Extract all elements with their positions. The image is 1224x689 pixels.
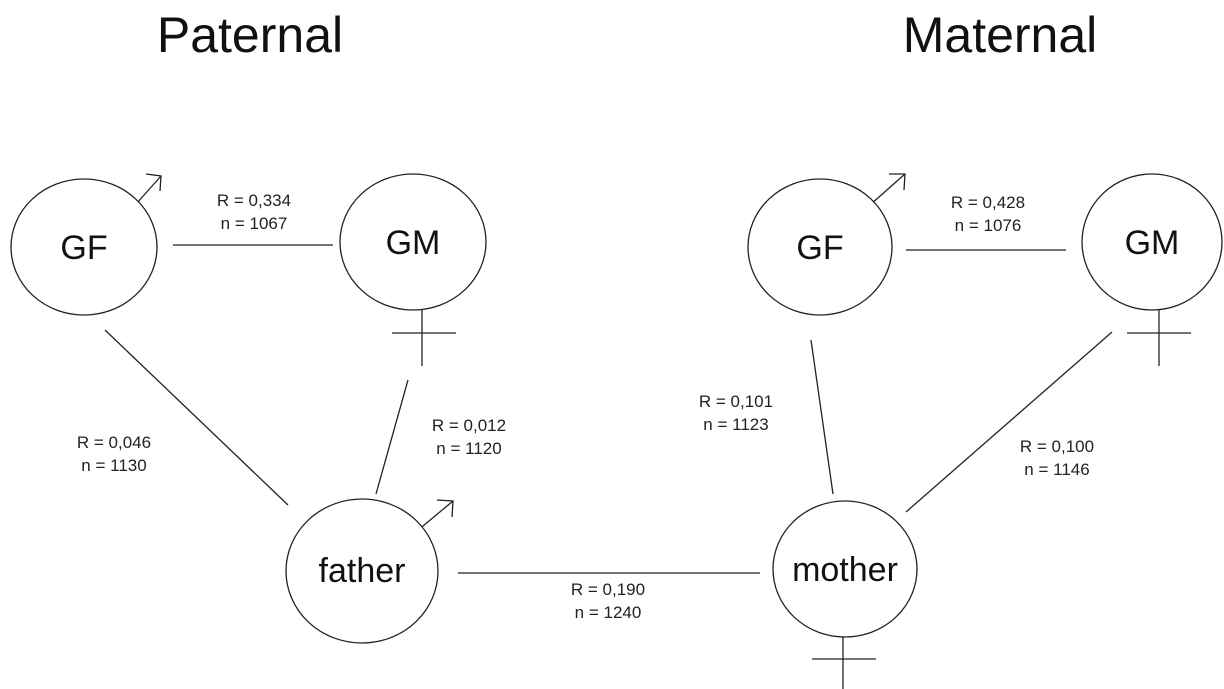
node-maternal-gf: GF (747, 173, 906, 316)
edge-label-mat-gf-mother: R = 0,101 n = 1123 (699, 392, 773, 434)
r-value: R = 0,012 (432, 416, 506, 435)
n-value: n = 1240 (575, 603, 642, 622)
n-value: n = 1146 (1024, 460, 1089, 479)
edge-label-father-mother: R = 0,190 n = 1240 (571, 580, 645, 622)
r-value: R = 0,190 (571, 580, 645, 599)
edge-pat-gf-father (104, 329, 289, 506)
node-label: father (319, 552, 406, 590)
edge-label-pat-gm-father: R = 0,012 n = 1120 (432, 416, 506, 458)
edge-mat-gf-mother (810, 339, 834, 495)
n-value: n = 1120 (436, 439, 501, 458)
male-symbol-icon (416, 499, 454, 532)
r-value: R = 0,100 (1020, 437, 1094, 456)
male-symbol-icon (869, 173, 906, 206)
female-symbol-icon (812, 635, 876, 689)
r-value: R = 0,046 (77, 433, 151, 452)
n-value: n = 1123 (703, 415, 768, 434)
edge-mat-gm-mother (905, 331, 1113, 513)
female-symbol-icon (1127, 308, 1191, 366)
node-label: GM (1125, 224, 1180, 262)
male-symbol-icon (136, 173, 162, 204)
node-label: GF (796, 229, 843, 267)
edge-label-pat-gf-father: R = 0,046 n = 1130 (77, 433, 151, 475)
paternal-heading: Paternal (157, 7, 343, 63)
node-maternal-gm: GM (1081, 173, 1223, 366)
node-label: GM (386, 224, 441, 262)
n-value: n = 1076 (955, 216, 1022, 235)
node-label: mother (792, 551, 898, 589)
r-value: R = 0,428 (951, 193, 1025, 212)
node-mother: mother (772, 500, 918, 689)
edge-label-mat-gf-gm: R = 0,428 n = 1076 (951, 193, 1025, 235)
node-father: father (285, 498, 454, 644)
node-label: GF (60, 229, 107, 267)
r-value: R = 0,101 (699, 392, 773, 411)
n-value: n = 1130 (81, 456, 146, 475)
node-paternal-gf: GF (10, 173, 162, 316)
edge-pat-gm-father (375, 379, 409, 495)
edge-label-pat-gf-gm: R = 0,334 n = 1067 (217, 191, 291, 233)
r-value: R = 0,334 (217, 191, 291, 210)
female-symbol-icon (392, 308, 456, 366)
node-paternal-gm: GM (339, 173, 487, 366)
edge-label-mat-gm-mother: R = 0,100 n = 1146 (1020, 437, 1094, 479)
maternal-heading: Maternal (903, 7, 1098, 63)
n-value: n = 1067 (221, 214, 288, 233)
